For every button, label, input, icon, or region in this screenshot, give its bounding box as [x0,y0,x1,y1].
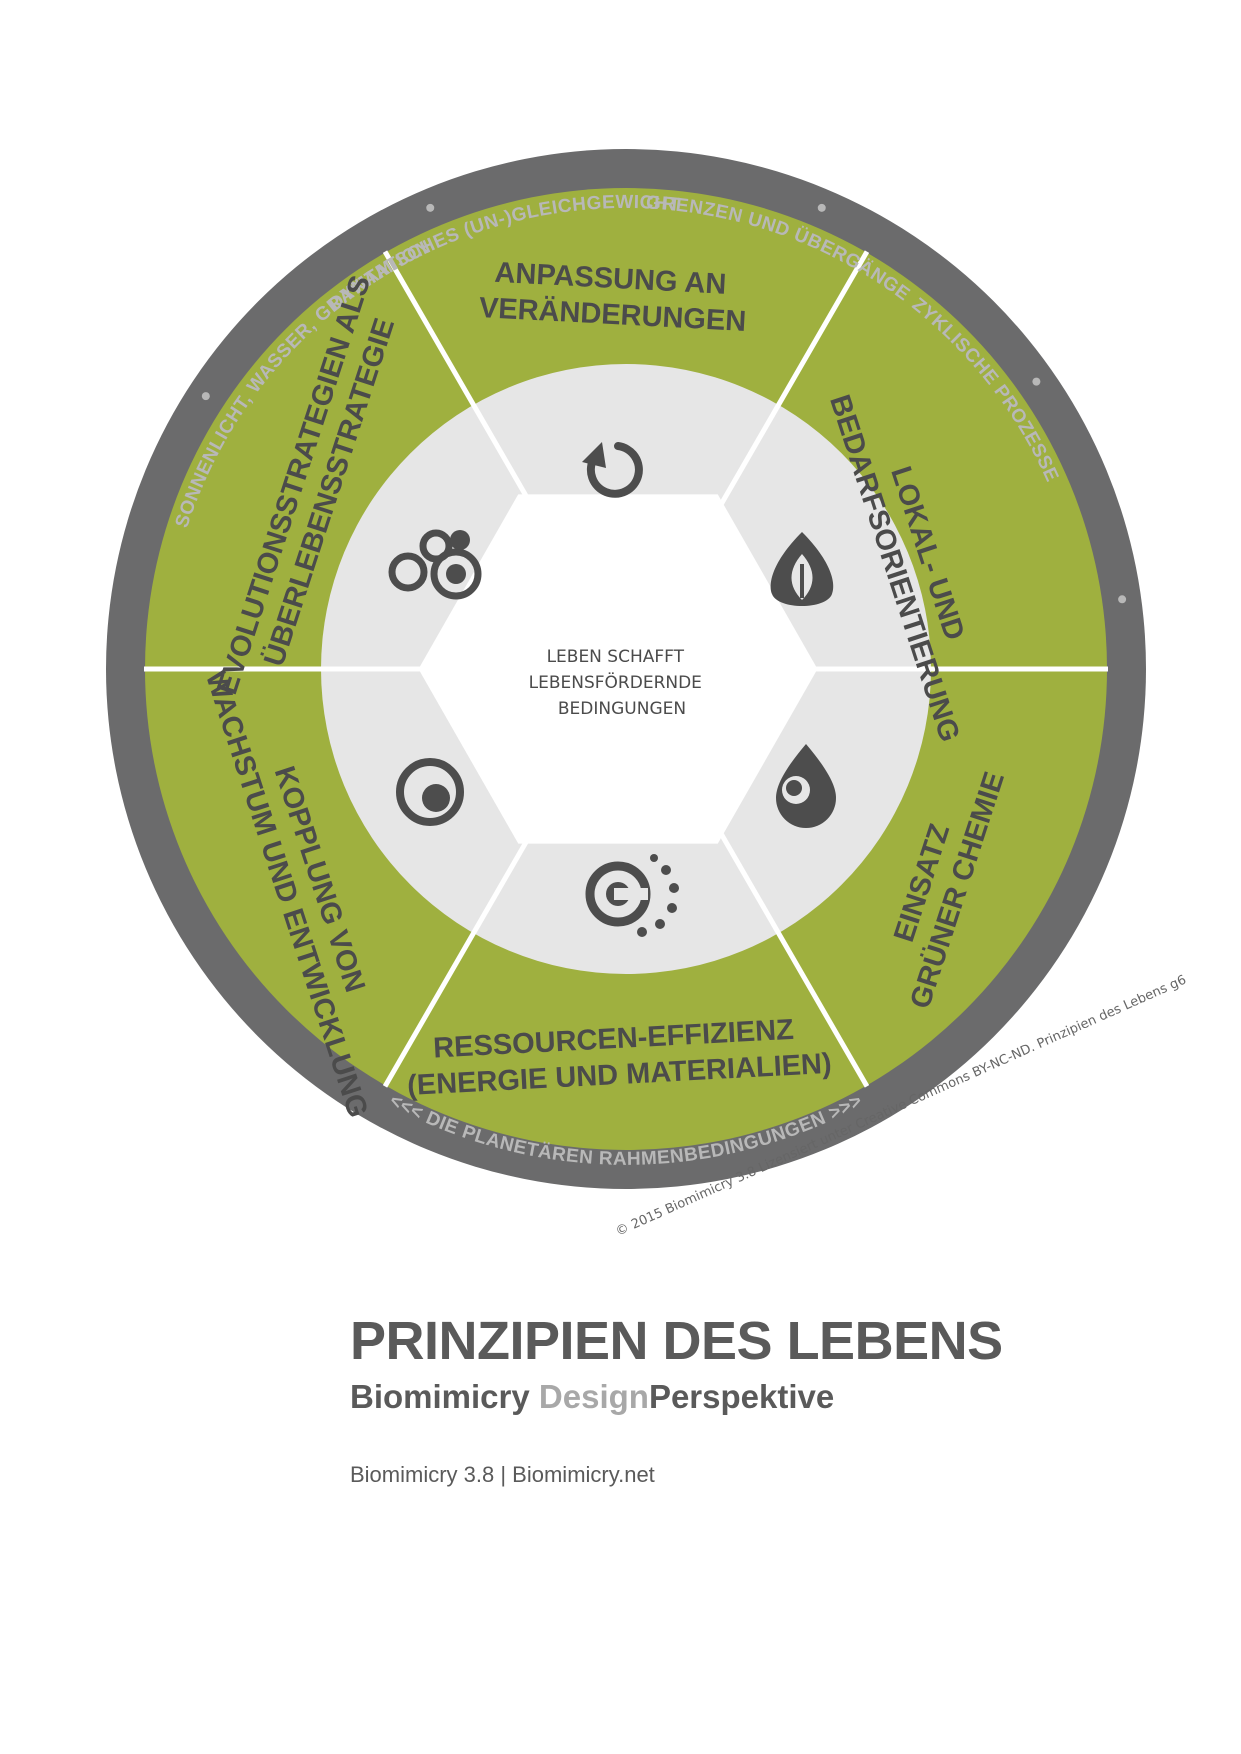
center-hexagon [418,494,818,844]
bubbles-icon [388,529,482,600]
divider-line [382,250,534,506]
credit-line: Biomimicry 3.8 | Biomimicry.net [350,1462,655,1487]
page-subtitle: Biomimicry DesignPerspektive [350,1378,834,1416]
segment-dividers [144,250,1108,1088]
target-dot-icon [396,758,464,826]
subtitle-design: Design [538,1378,649,1415]
dot-spiral-icon [585,854,679,937]
divider-line [382,832,534,1088]
divider-line [718,832,870,1088]
subtitle-perspektive: Perspektive [648,1378,835,1415]
divider-line [718,250,870,506]
ring-dot [1032,377,1041,386]
segment-icons [388,442,836,937]
page-title: PRINZIPIEN DES LEBENS [350,1311,1003,1371]
outer-ring-separator-dots [201,203,1127,604]
leaf-flame-icon [770,532,834,606]
subtitle-biomimicry: Biomimicry [350,1378,539,1415]
center-label: LEBEN SCHAFFT LEBENSFÖRDERNDE BEDINGUNGE… [529,647,708,719]
segment-label-anpassung: ANPASSUNG AN VERÄNDERUNGEN [478,256,749,338]
droplet-icon [776,744,836,828]
ring-dot [201,392,210,401]
ring-dot [817,203,826,212]
ring-dot [1118,595,1127,604]
principles-wheel: SONNENLICHT, WASSER, GRAVITATION DYNAMIS… [106,149,1189,1240]
cycle-arrow-icon [582,442,643,498]
ring-dot [426,203,435,212]
